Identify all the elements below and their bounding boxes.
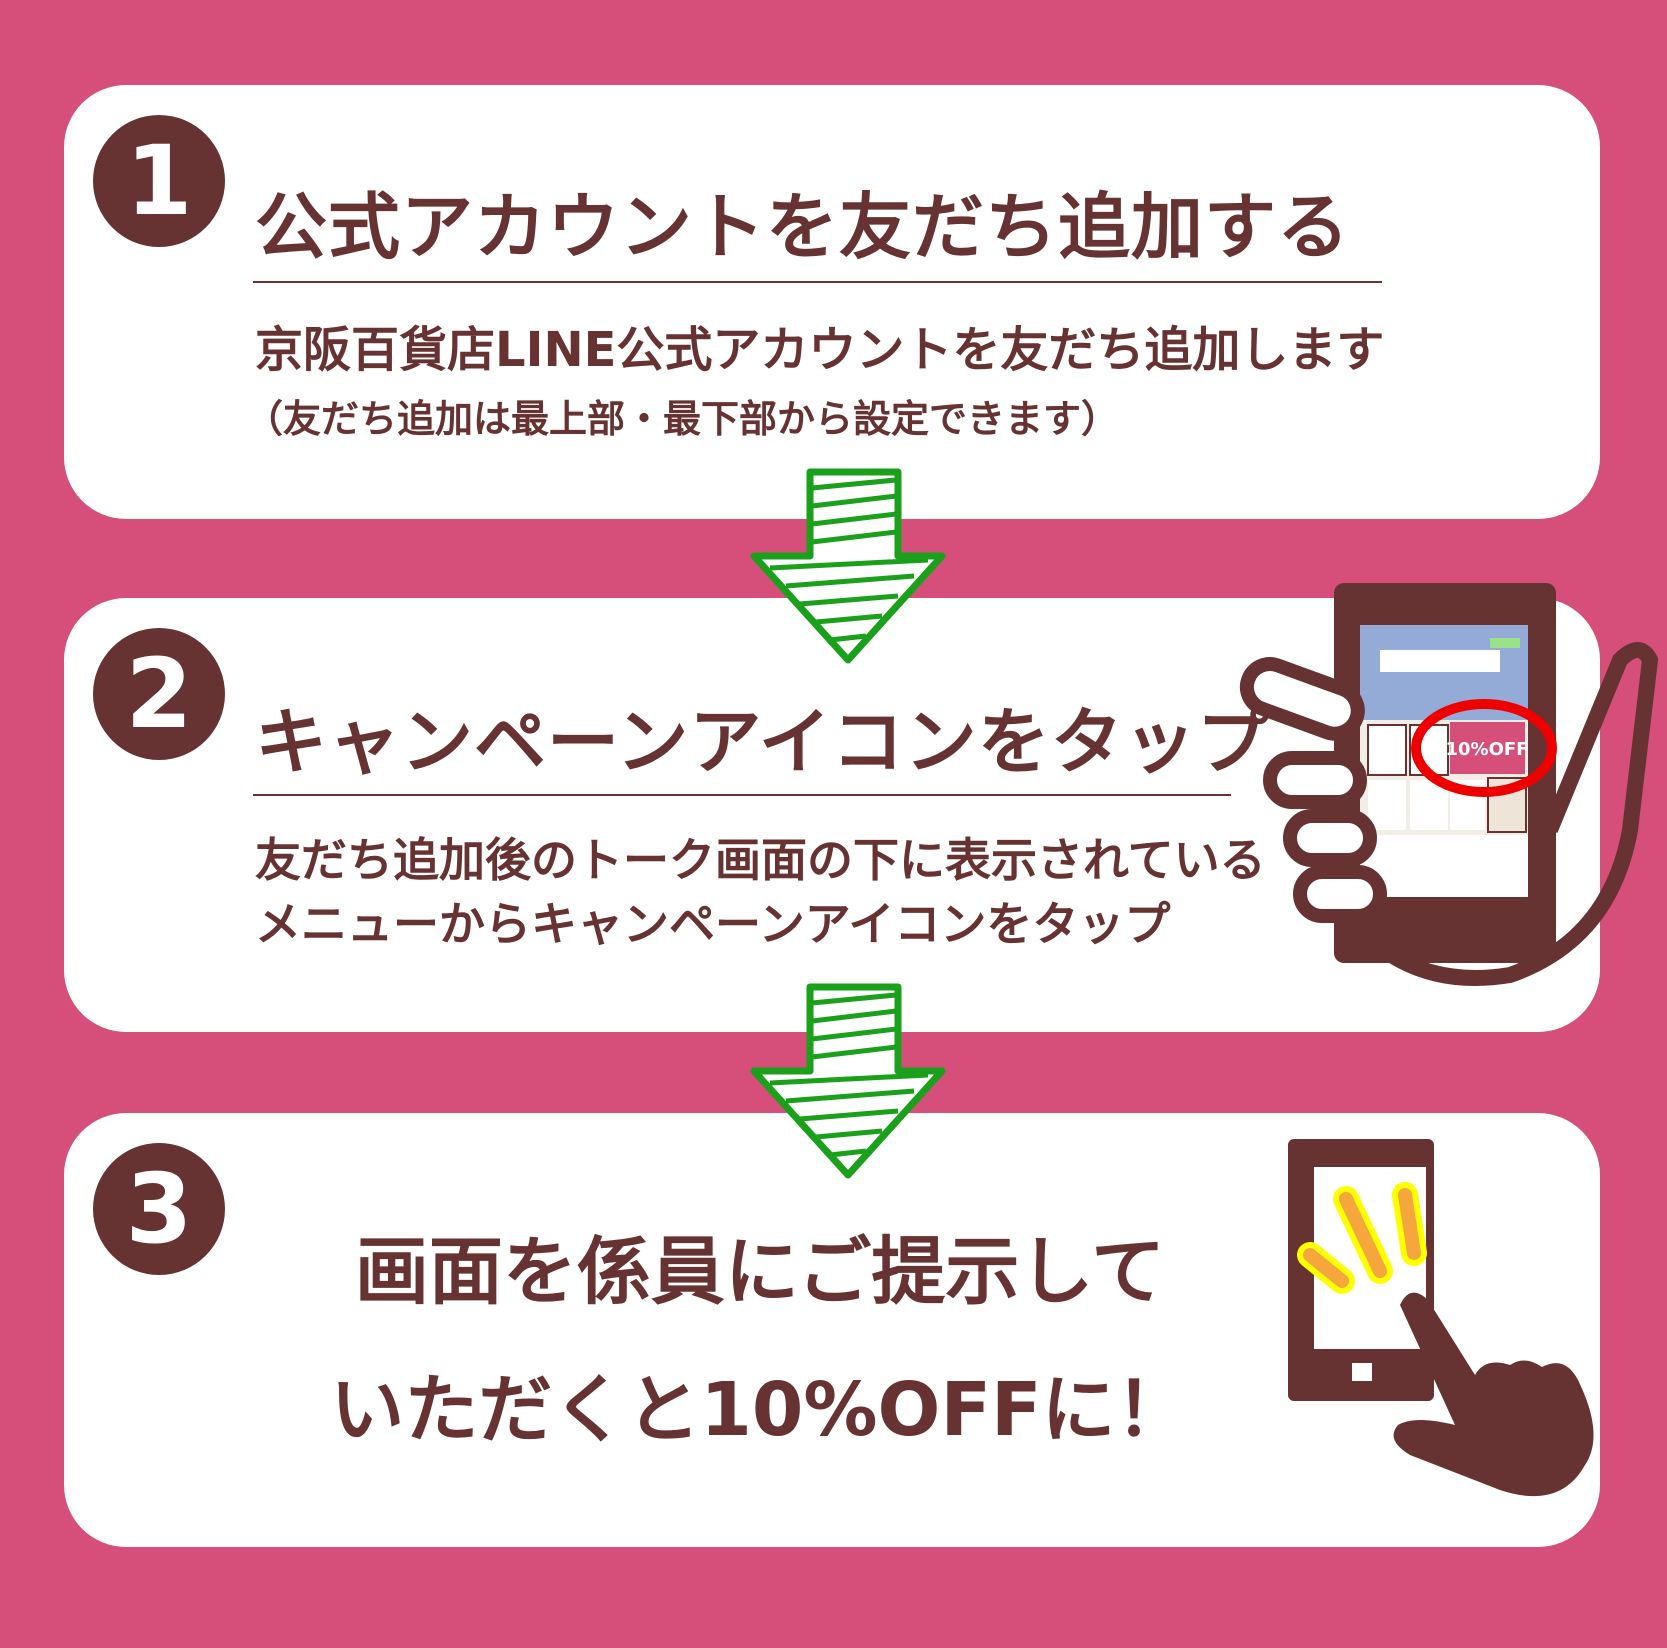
step-1-description: 京阪百貨店LINE公式アカウントを友だち追加します: [255, 322, 1385, 378]
step-2-divider: [253, 794, 1231, 796]
step-3-number-badge: 3: [93, 1143, 225, 1275]
step-2-number-badge: 2: [93, 628, 225, 760]
step-1-note: （友だち追加は最上部・最下部から設定できます）: [245, 397, 1120, 441]
finger-tapping-phone-illustration: [1288, 1139, 1594, 1497]
step-2-title: キャンペーンアイコンをタップ: [255, 700, 1270, 784]
step-1-title: 公式アカウントを友だち追加する: [255, 185, 1351, 269]
down-arrow-icon: [750, 468, 946, 664]
step-2-description-line2: メニューからキャンペーンアイコンをタップ: [255, 897, 1171, 951]
step-1-card: [64, 85, 1600, 519]
step-3-text-line2: いただくと10%OFFに！: [330, 1367, 1190, 1453]
step-1-number-badge: 1: [93, 115, 225, 247]
step-3-text-line1: 画面を係員にご提示して: [354, 1229, 1166, 1315]
hand-holding-phone-illustration: 10%OFF: [1239, 583, 1659, 986]
down-arrow-icon: [750, 983, 946, 1179]
step-2-description-line1: 友だち追加後のトーク画面の下に表示されている: [255, 833, 1266, 887]
step-1-divider: [253, 281, 1382, 283]
highlight-circle: [1411, 699, 1557, 797]
coupon-text: 10%OFF: [1446, 739, 1529, 760]
